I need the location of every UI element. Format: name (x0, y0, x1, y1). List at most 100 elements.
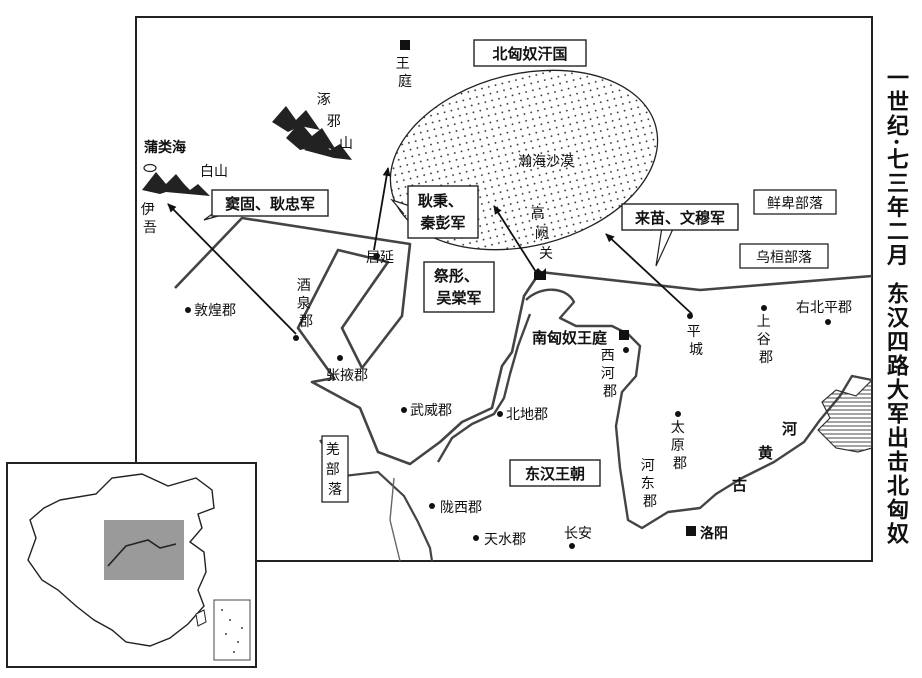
youbeiping-dot (825, 319, 831, 325)
wuwei-label: 武威郡 (410, 403, 452, 419)
gaoque-char: 高 (531, 205, 545, 222)
dunhuang-label: 敦煌郡 (194, 303, 236, 319)
taiyuan-char: 太 (671, 420, 685, 436)
title-era: 一世纪·七三年二月 (883, 66, 909, 268)
inset-sea-box (213, 599, 251, 661)
beidi-dot (497, 411, 503, 417)
longxi-dot (429, 503, 435, 509)
baishan-mountain-icon (142, 172, 210, 196)
juyan-dot (374, 253, 380, 259)
ji-wu-label: 祭彤、 吴棠军 (433, 267, 484, 307)
ji-wu-box (423, 261, 495, 313)
wuwei-dot (401, 407, 407, 413)
gu-huanghe-char: 古 (732, 476, 747, 494)
zhangye-dot (337, 355, 343, 361)
shanggu-char: 郡 (759, 350, 773, 366)
pingcheng-dot (687, 313, 693, 319)
hedong-char: 郡 (643, 494, 657, 510)
wangting-marker (400, 40, 410, 50)
inset-island (221, 609, 223, 611)
gaoque-char: 阙 (535, 226, 549, 242)
inset-island (229, 619, 231, 621)
wangting-label: 王 庭 (396, 56, 414, 90)
shanggu-label: 上 谷 郡 (757, 314, 775, 366)
changan-label: 长安 (564, 526, 592, 542)
qiang-box (321, 435, 349, 503)
wuhuan-box (739, 243, 829, 269)
hedong-label: 河 东 郡 (641, 458, 659, 510)
inset-island (241, 627, 243, 629)
zhuoxie-char: 邪 (327, 114, 341, 130)
yiwu-char: 吾 (143, 220, 157, 236)
lai-wen-label: 来苗、文穆军 (634, 209, 725, 227)
wangting-char: 王 (396, 56, 410, 72)
youbeiping-label: 右北平郡 (796, 300, 852, 316)
bohai-sea (817, 378, 873, 453)
dou-geng-label: 窦固、耿忠军 (225, 195, 315, 213)
callout-tail (390, 198, 411, 215)
south-xiongnu-label: 南匈奴王庭 (532, 329, 608, 347)
zhuoxie-label: 涿 邪 山 (317, 92, 353, 152)
taiyuan-char: 原 (671, 438, 685, 454)
shanggu-char: 上 (757, 314, 771, 330)
pulei-lake-icon (143, 163, 157, 173)
xihe-label: 西 河 郡 (601, 348, 619, 400)
taiyuan-label: 太 原 郡 (671, 420, 689, 472)
jiuquan-dot (293, 335, 299, 341)
jiuquan-char: 酒 (297, 278, 311, 294)
qiang-char: 落 (328, 482, 342, 498)
yiwu-char: 伊 (141, 202, 155, 218)
zhuoxie-mountain-icon (272, 106, 352, 160)
inset-island (225, 633, 227, 635)
inset-highlight (104, 520, 184, 580)
longxi-label: 陇西郡 (440, 500, 482, 516)
xihe-dot (623, 347, 629, 353)
inset-river (107, 539, 177, 567)
shanggu-dot (761, 305, 767, 311)
desert-label: 瀚海沙漠 (518, 154, 574, 170)
zhuoxie-char: 涿 (317, 92, 331, 108)
map-title: 一世纪·七三年二月 东汉四路大军出击北匈奴 (876, 66, 916, 546)
city-dots (185, 253, 831, 549)
xihe-char: 河 (601, 366, 615, 382)
geng-qin-line: 耿秉、 (418, 192, 463, 210)
geng-qin-label: 耿秉、 秦彭军 (418, 192, 468, 232)
taiyuan-dot (675, 411, 681, 417)
xianbei-label: 鲜卑部落 (767, 195, 823, 212)
route-lai-wen (605, 233, 693, 315)
juyan-label: 居延 (366, 250, 394, 266)
ji-wu-line: 祭彤、 (433, 267, 479, 285)
beidi-label: 北地郡 (506, 407, 548, 423)
xihe-char: 西 (601, 348, 615, 364)
gu-huanghe-label: 古 黄 河 (732, 420, 797, 494)
yiwu-label: 伊 吾 (141, 202, 159, 236)
inset-islands (221, 609, 243, 653)
qiang-char: 羌 (326, 442, 340, 458)
jiuquan-char: 郡 (299, 314, 313, 330)
qiang-char: 部 (326, 462, 340, 478)
gu-huanghe-char: 黄 (758, 444, 773, 462)
route-dou-geng (167, 203, 297, 335)
inset-island (237, 641, 239, 643)
qiang-label: 羌 部 落 (326, 442, 344, 498)
zhangye-label: 张掖郡 (326, 368, 368, 384)
changan-dot (569, 543, 575, 549)
han-inner-border (525, 288, 873, 530)
taiyuan-char: 郡 (673, 456, 687, 472)
shanggu-char: 谷 (757, 332, 771, 348)
title-main: 东汉四路大军出击北匈奴 (883, 281, 909, 546)
east-han-label: 东汉王朝 (525, 465, 585, 483)
east-han-box (509, 459, 601, 487)
ji-wu-line: 吴棠军 (436, 289, 481, 307)
pingcheng-char: 平 (687, 324, 701, 340)
pulei-hai-label: 蒲类海 (144, 139, 186, 156)
luoyang-label: 洛阳 (700, 525, 728, 542)
qiang-border-inner (389, 477, 401, 562)
geng-qin-box (407, 185, 479, 239)
gaoque-char: 关 (539, 246, 553, 262)
north-xiongnu-label: 北匈奴汗国 (492, 45, 567, 63)
tianshui-dot (473, 535, 479, 541)
geng-qin-line: 秦彭军 (419, 214, 465, 232)
baishan-label: 白山 (200, 164, 228, 180)
han-west-border (436, 313, 532, 463)
